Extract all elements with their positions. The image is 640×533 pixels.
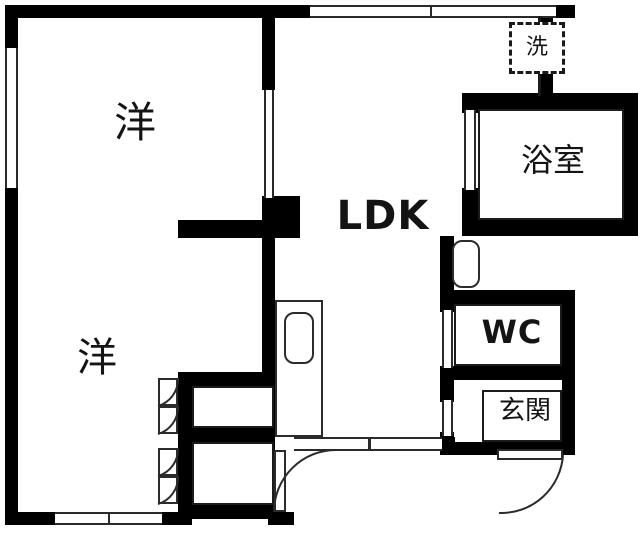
entrance-door-arc [498,454,564,515]
wall-wc-left [440,290,454,312]
wall-bath-left [462,93,478,113]
hall-door-leaf[interactable] [274,450,286,512]
wall-top-right [555,5,575,18]
genkan-step-outline [482,390,562,442]
closet-lower-arc-1 [157,447,180,477]
wall-corridor-left [440,236,454,296]
wall-upper-room-right [262,5,275,90]
room-label-bathroom: 浴室 [520,141,585,179]
window-top-ldk[interactable] [310,5,556,18]
wall-wc-bottom [440,366,575,380]
wall-top-left [5,5,310,18]
wc-inner-outline [454,304,562,366]
closet-upper-arc-2 [157,405,180,435]
wall-closet-divider [178,428,274,442]
closet-upper-outline [192,386,274,428]
window-top-ldk-sash [430,5,432,18]
room-label-genkan: 玄関 [498,396,551,426]
closet-lower-leaf-2[interactable] [158,476,178,504]
wall-closet-lower-bottom [178,505,274,519]
wall-bottom-left [5,512,57,525]
genkan-door-opening[interactable] [442,400,453,436]
wall-between-rooms [178,220,274,238]
wall-genkan-left [440,380,454,402]
washer-space-icon: 洗 [509,22,565,74]
room-label-washitsu-lower: 洋 [77,335,117,381]
wall-bath-top [462,93,638,109]
kitchen-sink-icon [284,312,314,364]
room-label-washitsu-upper: 洋 [113,98,156,147]
closet-lower-arc-2 [157,475,180,505]
room-label-laundry: 洗 [525,35,548,60]
closet-upper-leaf-2[interactable] [158,406,178,434]
closet-lower-outline [192,442,274,505]
wall-closet-upper-left [178,372,192,440]
closet-upper-arc-1 [157,377,180,407]
hall-door-arc [273,449,337,513]
entrance-door-leaf[interactable] [497,449,563,460]
bath-inner-outline [478,109,624,220]
window-bottom-ldk-sash [368,437,371,451]
wc-door-opening[interactable] [442,310,453,368]
wall-bottom-mid [268,512,294,525]
wall-wc-top [440,290,575,304]
closet-upper-leaf-1[interactable] [158,378,178,406]
vanity-sink-icon [452,240,480,288]
wall-closet-lower-left [178,442,192,518]
wall-closet-upper-top [178,372,274,386]
wall-wc-right [562,290,575,455]
room-label-wc: WC [481,313,543,351]
bath-door-opening[interactable] [464,110,476,190]
wall-bath-bottom [462,220,638,236]
window-bottom-left-sash [108,512,110,525]
window-upper-room-right[interactable] [264,90,274,198]
closet-lower-leaf-1[interactable] [158,448,178,476]
room-label-ldk: LDK [336,193,430,239]
window-left-upper[interactable] [5,48,18,188]
wall-bath-right [624,93,638,236]
